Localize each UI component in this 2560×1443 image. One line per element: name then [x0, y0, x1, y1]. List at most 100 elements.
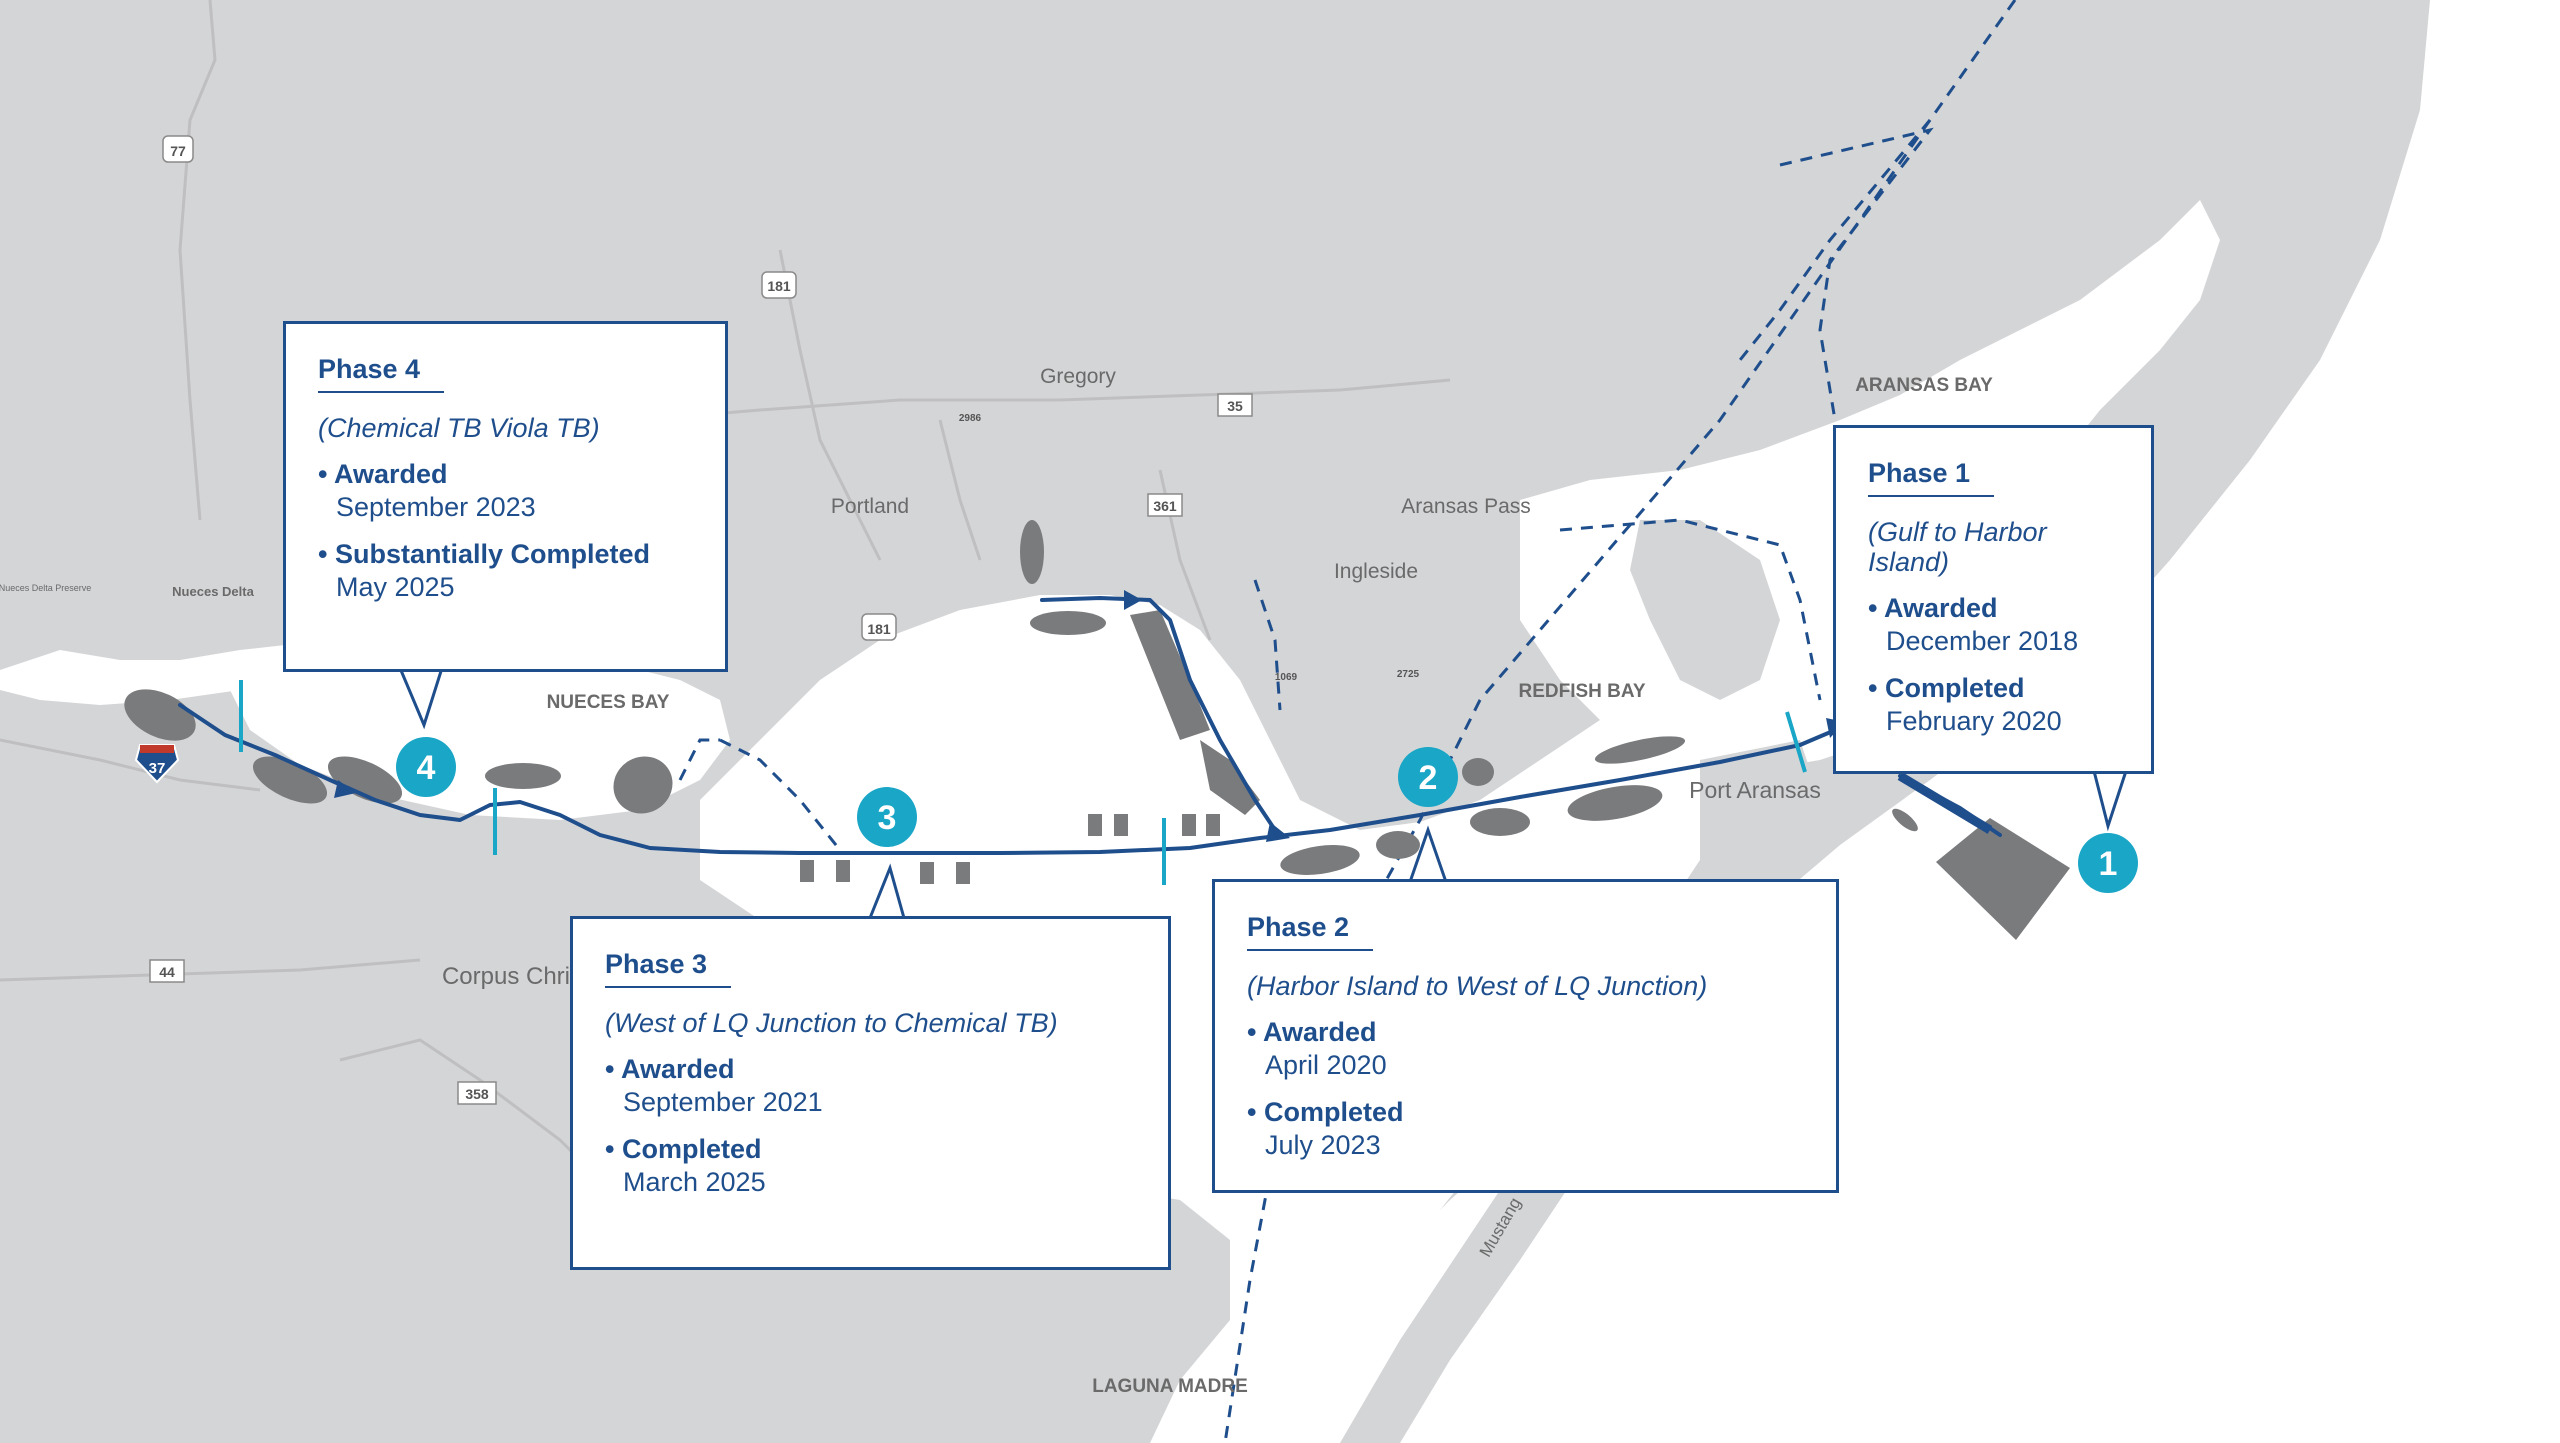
- placement-area: [327, 756, 403, 804]
- svg-text:3: 3: [878, 799, 897, 837]
- svg-text:2986: 2986: [959, 413, 982, 424]
- label-gregory: Gregory: [1040, 365, 1116, 388]
- phase-subtitle: (West of LQ Junction to Chemical TB): [605, 1008, 1058, 1038]
- milestone-date: July 2023: [1265, 1130, 1381, 1160]
- svg-text:4: 4: [417, 749, 436, 787]
- callout-phase2: Phase 2 (Harbor Island to West of LQ Jun…: [1212, 879, 1839, 1193]
- label-nueces-delta-preserve: Nueces Delta Preserve: [0, 583, 91, 593]
- harbor-island: [1630, 520, 1780, 700]
- svg-text:1069: 1069: [1275, 672, 1298, 683]
- placement-area: [1594, 736, 1686, 764]
- placement-area: [1206, 814, 1220, 836]
- placement-area: [485, 763, 561, 789]
- shield-tx361: 361: [1147, 493, 1183, 517]
- badge-phase3: 3: [857, 787, 917, 847]
- label-aransas-bay: ARANSAS BAY: [1855, 375, 1993, 396]
- shield-tx35: 35: [1217, 393, 1253, 417]
- milestone-label: Completed: [1868, 673, 2119, 704]
- svg-text:77: 77: [170, 143, 186, 159]
- phase-title: Phase 1: [1868, 458, 1995, 497]
- shield-fm2986: 2986: [959, 413, 982, 424]
- placement-area: [1280, 845, 1360, 875]
- phase-milestone: Completed July 2023: [1247, 1097, 1804, 1161]
- offshore-placement-area: [1936, 818, 2070, 940]
- placement-area: [1200, 740, 1260, 815]
- badge-phase1: 1: [2078, 833, 2138, 893]
- label-redfish-bay: REDFISH BAY: [1518, 681, 1645, 702]
- badge-phase2: 2: [1398, 747, 1458, 807]
- placement-area: [1030, 611, 1106, 635]
- road-tx35: [639, 378, 1451, 422]
- shield-us77: 77: [162, 135, 194, 163]
- svg-text:35: 35: [1227, 398, 1243, 414]
- callout-phase3: Phase 3 (West of LQ Junction to Chemical…: [570, 916, 1171, 1270]
- arrow-head: [1124, 590, 1142, 610]
- phase-milestone: Awarded December 2018: [1868, 593, 2119, 657]
- phase-milestone: Completed February 2020: [1868, 673, 2119, 737]
- placement-area: [1892, 808, 1918, 832]
- phase-subtitle: (Chemical TB Viola TB): [318, 413, 600, 443]
- milestone-date: December 2018: [1886, 626, 2079, 656]
- pointer-phase1: [2092, 770, 2128, 832]
- milestone-label: Completed: [1247, 1097, 1804, 1128]
- entrance-channel-outer: [1897, 772, 1993, 834]
- placement-area: [836, 860, 850, 882]
- label-portland: Portland: [831, 495, 909, 518]
- phase-title: Phase 4: [318, 354, 445, 393]
- phase-badges: 4 3 2 1: [396, 737, 2138, 893]
- milestone-label: Awarded: [318, 459, 693, 490]
- placement-area: [956, 862, 970, 884]
- milestone-date: March 2025: [623, 1167, 766, 1197]
- callout-phase4: Phase 4 (Chemical TB Viola TB) Awarded S…: [283, 321, 728, 672]
- phase-subtitle: (Harbor Island to West of LQ Junction): [1247, 971, 1708, 1001]
- svg-text:37: 37: [149, 760, 166, 777]
- placement-area: [1462, 758, 1494, 786]
- shield-i37: 37: [134, 744, 180, 784]
- badge-phase4: 4: [396, 737, 456, 797]
- svg-text:181: 181: [867, 621, 891, 637]
- roads: [0, 0, 1451, 1222]
- dash-aransas-bay: [1779, 127, 1934, 421]
- shield-tx44: 44: [149, 959, 185, 983]
- svg-text:44: 44: [159, 964, 175, 980]
- highway-shields: 77 181 35 2986 361 181 1069 2725: [134, 135, 1420, 1105]
- road-tx44: [0, 958, 421, 982]
- dash-redfish: [1559, 518, 1822, 701]
- dash-nueces-west: [719, 738, 842, 851]
- pointer-phase3: [868, 863, 906, 919]
- dashed-channels: [678, 0, 2017, 1443]
- phase-milestone: Completed March 2025: [605, 1134, 1136, 1198]
- dash-nueces-2: [678, 738, 720, 781]
- label-nueces-bay: NUECES BAY: [547, 692, 670, 713]
- placement-area: [124, 689, 196, 741]
- milestone-date: February 2020: [1886, 706, 2062, 736]
- milestone-date: September 2023: [336, 492, 536, 522]
- label-aransas-pass: Aransas Pass: [1401, 495, 1531, 518]
- shield-us181-south: 181: [861, 613, 897, 641]
- svg-text:181: 181: [767, 278, 791, 294]
- placement-area: [252, 756, 328, 804]
- placement-area: [1130, 610, 1210, 740]
- pointer-phase4: [398, 667, 444, 730]
- road-us181: [778, 249, 882, 561]
- shield-us181-north: 181: [761, 271, 797, 299]
- label-ingleside: Ingleside: [1334, 560, 1418, 583]
- phase-title: Phase 3: [605, 949, 732, 988]
- road-fm2986: [938, 419, 982, 561]
- shield-fm2725: 2725: [1397, 669, 1420, 680]
- label-laguna-madre: LAGUNA MADRE: [1092, 1376, 1248, 1397]
- nueces-delta-water: [0, 650, 240, 705]
- road-i37: [0, 738, 261, 792]
- ship-channel-main: [178, 703, 1842, 855]
- placement-area: [613, 756, 673, 814]
- shield-tx358: 358: [457, 1081, 497, 1105]
- callout-pointers: [398, 667, 2128, 919]
- milestone-label: Awarded: [1247, 1017, 1804, 1048]
- label-port-aransas: Port Aransas: [1689, 777, 1821, 803]
- pointer-phase2: [1408, 825, 1448, 883]
- svg-text:361: 361: [1153, 498, 1177, 514]
- dash-inner-east: [1738, 119, 1932, 361]
- placement-area: [1470, 808, 1530, 836]
- svg-text:358: 358: [465, 1086, 489, 1102]
